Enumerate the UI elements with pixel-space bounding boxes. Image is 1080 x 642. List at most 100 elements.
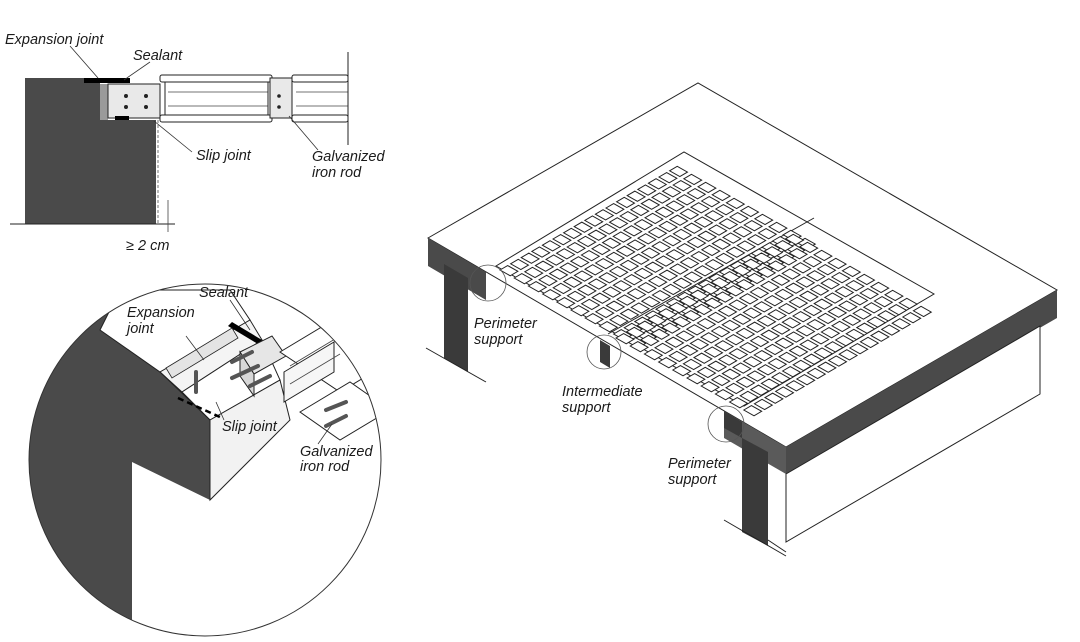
glass-block xyxy=(805,270,826,282)
glass-block xyxy=(700,195,721,208)
glass-block xyxy=(760,378,781,390)
label-min-gap: ≥ 2 cm xyxy=(126,238,169,254)
glass-block xyxy=(671,316,692,328)
glass-block xyxy=(792,359,813,372)
glass-block xyxy=(770,323,791,335)
glass-block xyxy=(721,368,742,380)
glass-block xyxy=(788,345,809,357)
glass-block xyxy=(742,404,763,417)
glass-block xyxy=(802,353,823,365)
glass-block xyxy=(583,264,604,276)
glass-block xyxy=(718,218,739,230)
glass-block xyxy=(633,267,654,280)
glass-block xyxy=(555,296,576,309)
glass-block xyxy=(537,274,558,287)
glass-block xyxy=(668,350,689,363)
sealant-stripe xyxy=(228,322,262,344)
glass-block xyxy=(749,286,770,299)
glass-block xyxy=(725,197,746,210)
glass-block xyxy=(679,208,700,220)
glass-block xyxy=(855,322,876,334)
glass-block xyxy=(633,218,654,231)
glass-block xyxy=(795,276,816,288)
glass-block xyxy=(675,330,696,342)
glass-block xyxy=(548,268,569,280)
glass-block xyxy=(541,288,562,301)
glass-block xyxy=(622,225,643,237)
glass-block xyxy=(788,296,809,309)
intermediate-support-post xyxy=(600,340,610,368)
glass-block xyxy=(848,294,869,306)
glass-block xyxy=(646,314,667,326)
glass-block xyxy=(647,275,668,288)
glass-block xyxy=(566,241,587,254)
circle-detail: Sealant Expansion joint Slip joint Galva… xyxy=(28,283,382,637)
glass-block xyxy=(798,290,819,302)
glass-block xyxy=(693,265,714,277)
label-intermediate-support-2: support xyxy=(562,400,611,416)
glass-block xyxy=(724,382,745,395)
glass-block xyxy=(774,386,795,398)
section-detail: Expansion joint Sealant Slip joint Galva… xyxy=(5,32,385,254)
glass-block xyxy=(809,284,830,296)
glass-block xyxy=(880,324,901,336)
glass-block xyxy=(658,220,679,233)
glass-block xyxy=(823,292,844,304)
glass-block xyxy=(640,296,661,308)
glass-block xyxy=(647,226,668,239)
glass-block xyxy=(699,332,720,344)
label-slip-joint: Slip joint xyxy=(196,148,252,164)
glass-block xyxy=(746,234,767,246)
glass-block xyxy=(720,270,741,283)
glass-block xyxy=(724,333,745,346)
glass-block xyxy=(637,281,658,294)
glass-block xyxy=(657,171,678,184)
glass-block xyxy=(647,178,668,190)
glass-block xyxy=(696,366,717,379)
glass-block xyxy=(573,270,594,282)
glass-block xyxy=(732,226,753,238)
glass-block xyxy=(682,309,703,322)
glass-block xyxy=(799,339,820,351)
glass-block xyxy=(629,204,650,217)
label-sealant: Sealant xyxy=(133,48,183,64)
label-galvanized-rod-1: Galvanized xyxy=(312,149,385,165)
glass-block xyxy=(873,295,894,308)
glass-block xyxy=(710,325,731,338)
label-perimeter-support-b-1: Perimeter xyxy=(668,456,732,472)
glass-block xyxy=(520,252,541,264)
glass-block xyxy=(731,313,752,325)
glass-block xyxy=(770,274,791,286)
glass-block xyxy=(728,396,749,409)
glass-block xyxy=(816,263,837,276)
glass-block xyxy=(866,316,887,328)
glass-block xyxy=(625,326,646,339)
glass-block xyxy=(682,222,703,234)
glass-block xyxy=(749,335,770,348)
glass-block xyxy=(604,202,625,215)
glass-block xyxy=(710,374,731,387)
glass-block xyxy=(689,338,710,350)
glass-block xyxy=(742,356,763,368)
glass-block xyxy=(573,221,594,233)
glass-block xyxy=(683,271,704,283)
glass-block xyxy=(784,331,805,343)
glass-block xyxy=(672,277,693,289)
glass-block xyxy=(619,210,640,223)
glass-block xyxy=(774,288,795,301)
glass-block xyxy=(534,260,555,272)
glass-block xyxy=(587,229,608,241)
label-intermediate-support-1: Intermediate xyxy=(562,384,643,400)
label-expansion-joint: Expansion joint xyxy=(5,32,104,48)
glass-block xyxy=(651,289,672,302)
glass-block xyxy=(668,165,689,178)
glass-block xyxy=(845,328,866,341)
glass-block xyxy=(784,282,805,294)
glass-block xyxy=(583,215,604,227)
glass-block xyxy=(612,280,633,292)
glass-block xyxy=(876,310,897,322)
glass-block xyxy=(622,273,643,286)
glass-block xyxy=(605,251,626,264)
glass-block xyxy=(756,364,777,376)
glass-block xyxy=(689,202,710,214)
